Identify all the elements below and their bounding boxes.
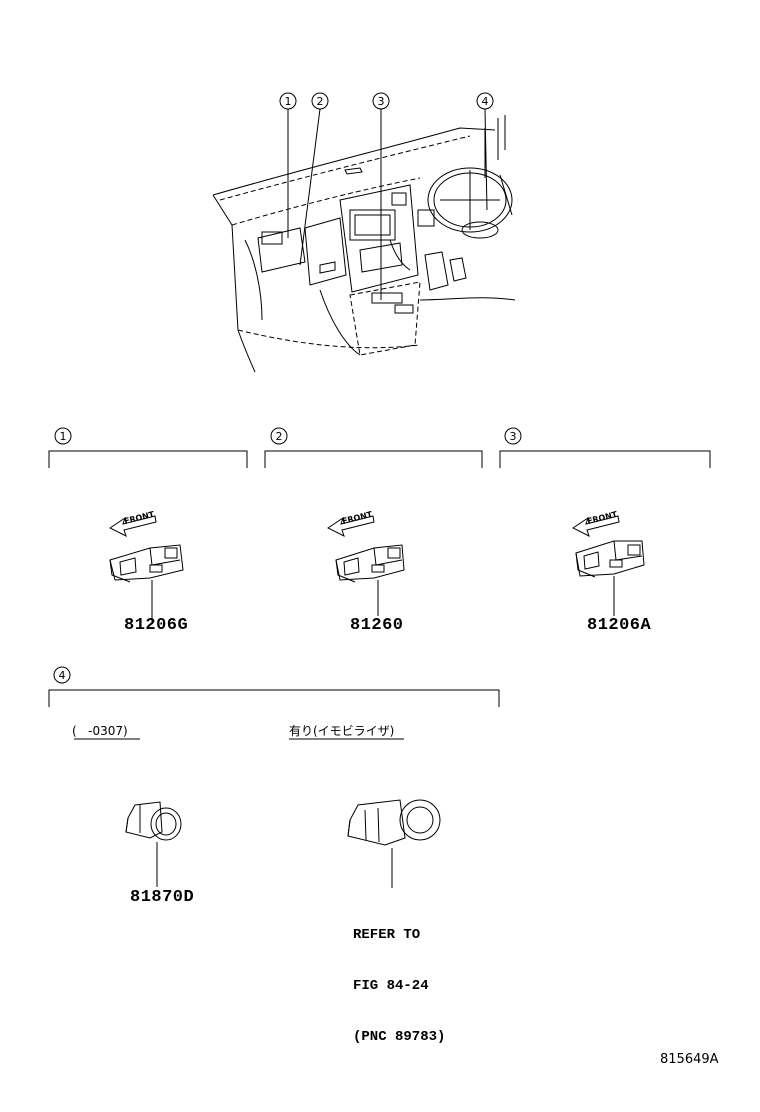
condition-label-right: 有り(イモビライザ) (289, 724, 395, 738)
section-1-number: 1 (60, 430, 67, 443)
section-4-number: 4 (59, 669, 66, 682)
connector-part-3 (575, 540, 645, 616)
immobilizer-part-right (347, 799, 441, 888)
section-4-bracket (48, 666, 500, 707)
refer-text: REFER TO FIG 84-24 (PNC 89783) (353, 893, 445, 1063)
dashboard-illustration (212, 92, 516, 373)
figure-id: 815649A (660, 1052, 719, 1067)
part-number-81260: 81260 (350, 616, 404, 635)
section-2-bracket (264, 427, 483, 468)
section-1-bracket (48, 427, 248, 468)
connector-part-2 (335, 544, 405, 616)
part-number-81206G: 81206G (124, 616, 189, 635)
section-3-number: 3 (510, 430, 517, 443)
immobilizer-part-left (125, 801, 182, 887)
refer-line-2: FIG 84-24 (353, 978, 429, 994)
callout-3: 3 (378, 95, 385, 108)
refer-line-1: REFER TO (353, 927, 421, 943)
callout-1: 1 (285, 95, 292, 108)
callout-2: 2 (317, 95, 324, 108)
section-3-bracket (499, 427, 711, 468)
front-arrow-1 (109, 515, 157, 537)
part-number-81206A: 81206A (587, 616, 652, 635)
condition-label-left: ( -0307) (72, 724, 128, 738)
connector-part-1 (109, 544, 184, 622)
part-number-81870D: 81870D (130, 888, 195, 907)
section-2-number: 2 (276, 430, 283, 443)
front-arrow-3 (572, 515, 620, 537)
front-arrow-2 (327, 515, 375, 537)
refer-line-3: (PNC 89783) (353, 1029, 446, 1045)
callout-4: 4 (482, 95, 489, 108)
